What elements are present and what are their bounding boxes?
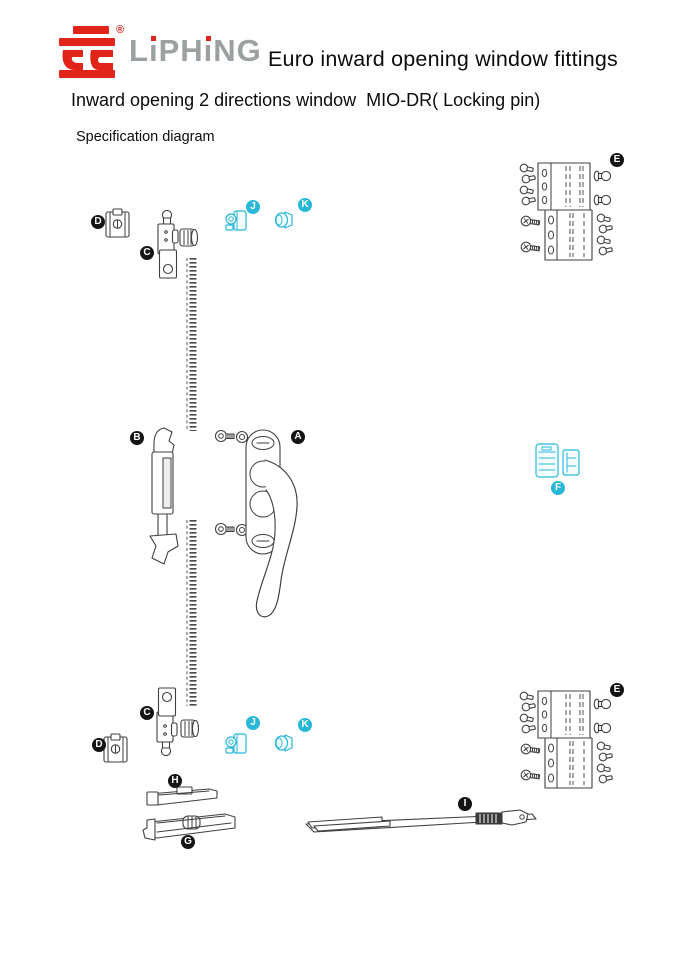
- part-e-hinge-top: [519, 163, 612, 260]
- part-d-clip-bottom: [103, 733, 128, 763]
- handle-screws-bottom: [214, 522, 249, 537]
- part-k-locking-pin-bottom: [274, 734, 293, 752]
- part-j-locking-pin-top: [225, 210, 247, 231]
- drive-rack-lower: [186, 520, 197, 706]
- part-b-hinge-side: [149, 427, 179, 565]
- part-d-clip-top: [105, 208, 130, 238]
- part-j-locking-pin-bottom: [225, 733, 247, 754]
- part-c-corner-drive-bottom: [156, 687, 178, 757]
- handle-screws-top: [214, 429, 249, 444]
- page-title: Euro inward opening window fittings: [268, 47, 619, 71]
- part-g-gear-bar: [142, 813, 236, 841]
- roller-piece-bottom: [180, 719, 200, 738]
- section-label: Specification diagram: [76, 129, 215, 145]
- roller-piece-top: [179, 228, 199, 247]
- registered-mark: ®: [116, 24, 125, 36]
- part-a-handle: [245, 429, 298, 618]
- part-f-locking-pads: [535, 443, 580, 478]
- liphing-logo-icon: [59, 26, 115, 78]
- subtitle: Inward opening 2 directions window MIO-D…: [71, 90, 541, 110]
- part-h-cover-strip: [146, 786, 218, 806]
- part-i-espagnolette-rod: [305, 809, 537, 833]
- part-c-corner-drive-top: [157, 209, 179, 279]
- part-k-locking-pin-top: [274, 211, 293, 229]
- drive-rack-upper: [186, 258, 197, 431]
- part-e-hinge-bottom: [519, 691, 612, 788]
